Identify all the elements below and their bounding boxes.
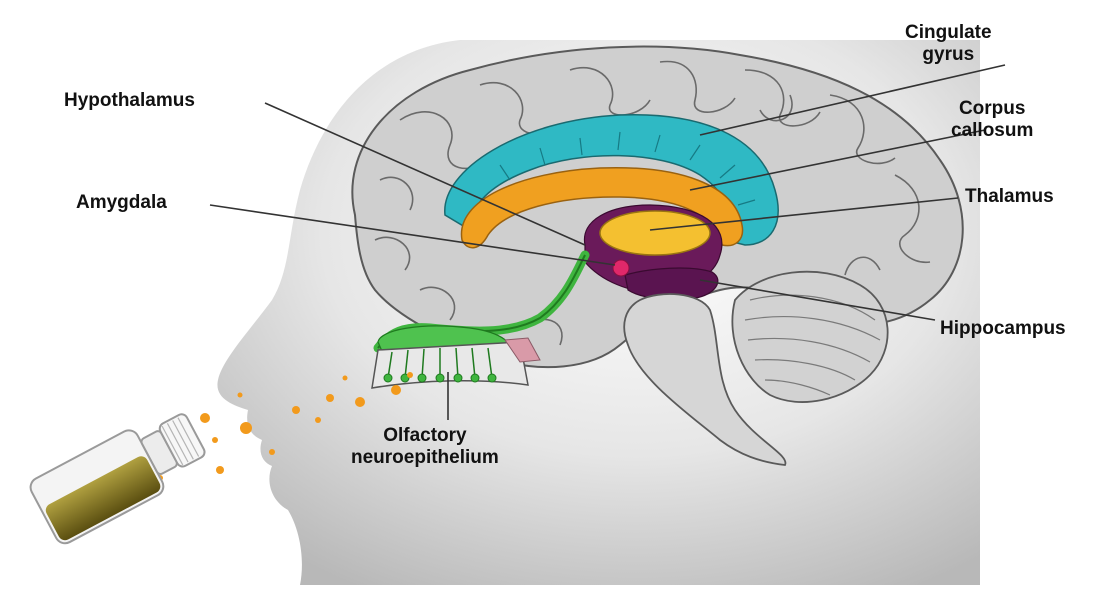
cerebellum-folds xyxy=(744,294,881,396)
label-corpus-callosum: Corpus callosum xyxy=(951,98,1033,142)
amygdala xyxy=(612,259,630,277)
label-olfactory-line2: neuroepithelium xyxy=(351,447,499,468)
label-thalamus: Thalamus xyxy=(965,186,1054,207)
label-corpus-callosum-line2: callosum xyxy=(951,120,1034,141)
label-corpus-callosum-line1: Corpus xyxy=(958,98,1026,119)
scent-droplets xyxy=(157,372,413,481)
receptor-cells xyxy=(383,373,497,383)
thalamus xyxy=(599,210,711,256)
leader-lines xyxy=(209,64,1006,420)
label-olfactory-neuroepithelium: Olfactory neuroepithelium xyxy=(351,425,499,469)
label-olfactory-line1: Olfactory xyxy=(383,425,467,446)
label-amygdala: Amygdala xyxy=(76,192,167,213)
label-cingulate-gyrus-line2: gyrus xyxy=(922,44,975,65)
receptor-fibers xyxy=(387,347,493,379)
label-hippocampus: Hippocampus xyxy=(940,318,1066,339)
essential-oil-bottle xyxy=(29,413,206,545)
cingulate-gyrus xyxy=(444,113,779,246)
label-cingulate-gyrus-line1: Cingulate xyxy=(905,22,992,43)
corpus-callosum xyxy=(460,166,744,249)
label-cingulate-gyrus: Cingulate gyrus xyxy=(905,22,992,66)
label-hypothalamus: Hypothalamus xyxy=(64,90,195,111)
brainstem xyxy=(623,293,787,466)
cerebellum xyxy=(731,270,889,403)
cribriform-plate xyxy=(371,341,529,389)
nasal-mucosa xyxy=(504,337,541,363)
cingulate-texture xyxy=(499,131,756,206)
